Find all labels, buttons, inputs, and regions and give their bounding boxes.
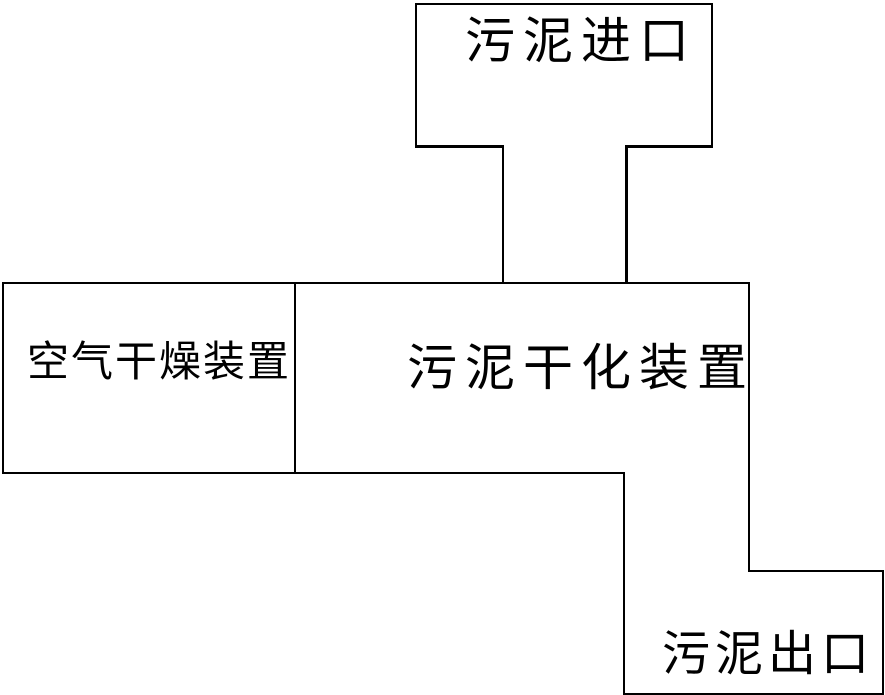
outlet-box-right-line bbox=[882, 570, 884, 695]
drying-device-top-line bbox=[294, 282, 750, 284]
sludge-inlet-label: 污泥进口 bbox=[465, 13, 697, 69]
inlet-box-bottom-right-line bbox=[625, 145, 713, 148]
sludge-outlet-label: 污泥出口 bbox=[661, 628, 874, 681]
inlet-box-right-line bbox=[711, 3, 713, 147]
inlet-chute-right-line bbox=[625, 145, 628, 284]
drying-device-left-line bbox=[294, 282, 296, 474]
air-drying-device-label: 空气干燥装置 bbox=[26, 340, 291, 386]
air-drying-device-box bbox=[2, 282, 296, 474]
drying-device-bottom-line bbox=[294, 472, 625, 474]
inlet-box-top-line bbox=[415, 3, 713, 5]
outlet-box-top-line bbox=[748, 570, 884, 572]
outlet-box-left-line bbox=[623, 472, 625, 695]
drying-device-right-line bbox=[748, 282, 750, 572]
inlet-box-bottom-left-line bbox=[415, 145, 504, 148]
outlet-box-bottom-line bbox=[623, 693, 884, 695]
sludge-drying-device-label: 污泥干化装置 bbox=[407, 340, 755, 396]
inlet-chute-left-line bbox=[502, 145, 504, 284]
inlet-box-left-line bbox=[415, 3, 417, 147]
